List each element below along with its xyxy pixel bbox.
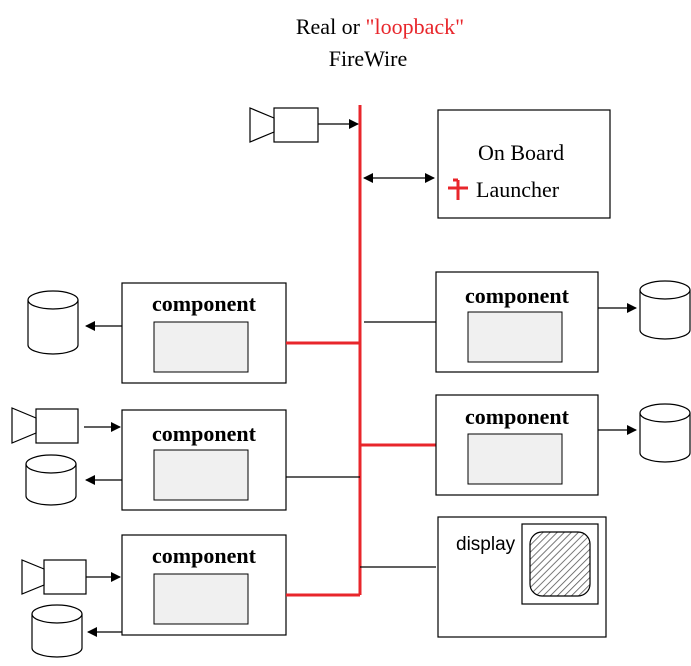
component-panel	[467, 311, 563, 363]
launcher-plug-icon	[448, 178, 468, 200]
component-box-right-1: component	[435, 271, 599, 373]
diagram-title-line2: FireWire	[329, 46, 408, 71]
storage-icon-left-1	[27, 290, 79, 355]
display-screen-icon	[529, 531, 591, 597]
title-prefix: Real or	[296, 14, 366, 39]
title-loopback: "loopback"	[366, 14, 465, 39]
component-panel	[153, 321, 249, 373]
storage-icon-right-2	[639, 403, 691, 463]
component-box-left-3: component	[121, 534, 287, 636]
component-label: component	[152, 291, 257, 316]
component-box-left-1: component	[121, 282, 287, 384]
component-box-right-2: component	[435, 394, 599, 496]
on-board-launcher-box	[437, 109, 611, 219]
component-panel	[153, 573, 249, 625]
launcher-label-line1: On Board	[478, 140, 564, 165]
component-label: component	[152, 421, 257, 446]
component-label: component	[152, 543, 257, 568]
camera-icon-left-2	[11, 407, 79, 444]
storage-icon-right-1	[639, 280, 691, 340]
component-label: component	[465, 404, 570, 429]
camera-icon-top	[249, 107, 319, 143]
component-panel	[467, 433, 563, 485]
camera-icon-left-3	[21, 559, 87, 595]
diagram-title-line1: Real or "loopback"	[296, 14, 464, 39]
display-label: display	[456, 534, 516, 555]
display-box: display	[437, 516, 607, 638]
component-label: component	[465, 283, 570, 308]
storage-icon-left-2	[25, 454, 77, 506]
storage-icon-left-3	[31, 604, 83, 658]
component-panel	[153, 449, 249, 501]
launcher-label-line2: Launcher	[476, 177, 560, 202]
component-box-left-2: component	[121, 409, 287, 511]
